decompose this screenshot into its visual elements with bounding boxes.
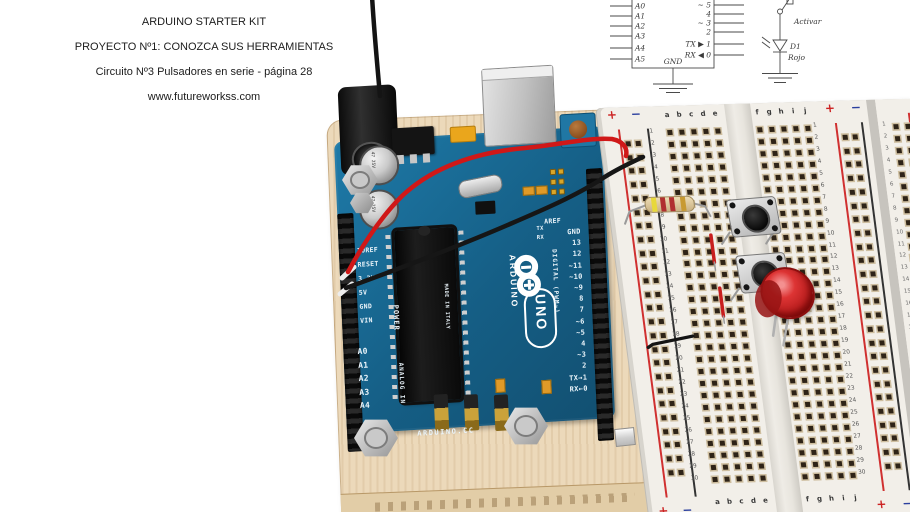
pin-label: GND xyxy=(566,227,581,237)
pin-label: 7 xyxy=(579,305,585,315)
chip-pin-label: RX ◀ 0 xyxy=(684,51,712,60)
pin-label: ~11 xyxy=(568,261,583,270)
circuit-title: Circuito Nº3 Pulsadores en serie - págin… xyxy=(95,66,313,78)
jumper-pin xyxy=(713,261,717,271)
kit-title: ARDUINO STARTER KIT xyxy=(141,16,267,28)
icsp-pin xyxy=(558,178,565,185)
ic-notch xyxy=(418,225,431,237)
chip-pin-label: ~ 5 xyxy=(698,1,712,10)
pin-label: 13 xyxy=(571,238,582,248)
chip-pin-label: 4 xyxy=(705,10,711,19)
resistor-band xyxy=(659,197,667,212)
pin-label: RX←0 xyxy=(569,384,588,394)
website-url: www.futureworkss.com xyxy=(147,91,261,103)
push-button-1 xyxy=(725,195,782,238)
title-block: ARDUINO STARTER KIT PROYECTO Nº1: CONOZC… xyxy=(48,16,360,116)
capacitor-label: 47 25V xyxy=(369,151,376,169)
pin-label: ~5 xyxy=(576,328,586,337)
pin-label: ~10 xyxy=(568,272,583,282)
pin-label: RESET xyxy=(357,259,379,269)
breadboard: 1112223334445556667778889991010101111111… xyxy=(600,98,910,512)
jumper-wire-black xyxy=(646,334,695,350)
led-icon xyxy=(761,36,788,73)
switch-icon xyxy=(777,0,794,40)
tx-label: TX xyxy=(536,225,544,233)
voltage-regulator xyxy=(391,126,435,165)
smd-capacitor xyxy=(541,379,552,395)
button-cap xyxy=(739,203,773,234)
pin-label: 2 xyxy=(582,361,587,371)
usb-lid xyxy=(482,65,553,81)
rx-label: RX xyxy=(536,234,545,242)
switch-label: Activar xyxy=(793,17,822,26)
ground-icon xyxy=(653,68,693,93)
jumper-wire-red xyxy=(709,233,717,264)
chip-pin-label: A3 xyxy=(634,32,645,41)
chip-pin-label: 2 xyxy=(705,28,711,37)
smd-capacitor xyxy=(522,186,535,196)
chip-pin-label: A4 xyxy=(634,44,645,53)
arduino-board: 47 25V 47 25V UNO ARDUINO POWER ANALOG I… xyxy=(334,64,616,452)
pin-label: A0 xyxy=(357,346,368,357)
hex-bolt xyxy=(354,419,398,457)
pin-label: 8 xyxy=(579,294,584,303)
pin-label: 4 xyxy=(581,339,586,348)
pin-label: A1 xyxy=(357,360,369,370)
jumper-wire-red xyxy=(718,286,726,318)
pin-label: A3 xyxy=(359,387,370,397)
pin-label: IOREF xyxy=(356,245,379,255)
reset-button xyxy=(559,112,597,149)
usb-connector xyxy=(481,64,557,147)
chip-pin-label: A0 xyxy=(634,2,645,11)
chip-pin-label: A5 xyxy=(634,55,645,64)
button-leg xyxy=(721,231,774,245)
chip-pin-label: TX ▶ 1 xyxy=(685,40,711,49)
resistor-band xyxy=(650,197,658,212)
resistor-band xyxy=(668,197,676,212)
smd-ic xyxy=(475,200,496,215)
pin-label: GND xyxy=(359,302,373,311)
chip-pin-label: A2 xyxy=(634,22,645,31)
icsp-pin xyxy=(549,168,557,176)
fuse xyxy=(449,125,477,144)
pin-label: 5V xyxy=(358,288,368,297)
smd-capacitor xyxy=(535,185,548,196)
icsp-pin xyxy=(550,178,557,186)
icsp-pin xyxy=(558,188,565,195)
resistor xyxy=(643,195,696,214)
reset-cap xyxy=(568,119,588,139)
jumper-pin xyxy=(433,393,450,431)
pin-label: ~3 xyxy=(577,350,587,360)
pin-label: ~6 xyxy=(575,317,585,326)
power-section-label: POWER xyxy=(391,304,401,332)
icsp-pin xyxy=(557,168,565,175)
pin-label: ~9 xyxy=(573,283,584,293)
pin-label: A2 xyxy=(358,373,370,384)
diode-color-label: Rojo xyxy=(787,53,805,62)
pin-label: 3.3V xyxy=(358,273,376,283)
white-box xyxy=(614,427,636,447)
aref-label: AREF xyxy=(543,216,562,226)
pin-label: VIN xyxy=(359,316,373,325)
chip-pin-label: A1 xyxy=(634,12,645,21)
project-title: PROYECTO Nº1: CONOZCA SUS HERRAMIENTAS xyxy=(74,41,334,53)
jumper-pin xyxy=(463,394,480,431)
chip-pin-label: ~ 3 xyxy=(698,19,712,28)
ground-icon xyxy=(762,73,798,83)
pin-label: A4 xyxy=(359,400,371,411)
power-cable xyxy=(369,0,383,99)
pin-label: 12 xyxy=(572,249,582,259)
pin-label: TX→1 xyxy=(568,373,588,383)
crystal-oscillator xyxy=(457,173,504,200)
resistor-band xyxy=(679,196,687,211)
jumper-pin xyxy=(722,315,726,324)
resistor-lead xyxy=(689,201,712,218)
smd-capacitor xyxy=(495,378,506,393)
diode-name-label: D1 xyxy=(789,42,801,51)
chip-gnd-label: GND xyxy=(664,57,683,66)
icsp-pin xyxy=(550,188,557,196)
